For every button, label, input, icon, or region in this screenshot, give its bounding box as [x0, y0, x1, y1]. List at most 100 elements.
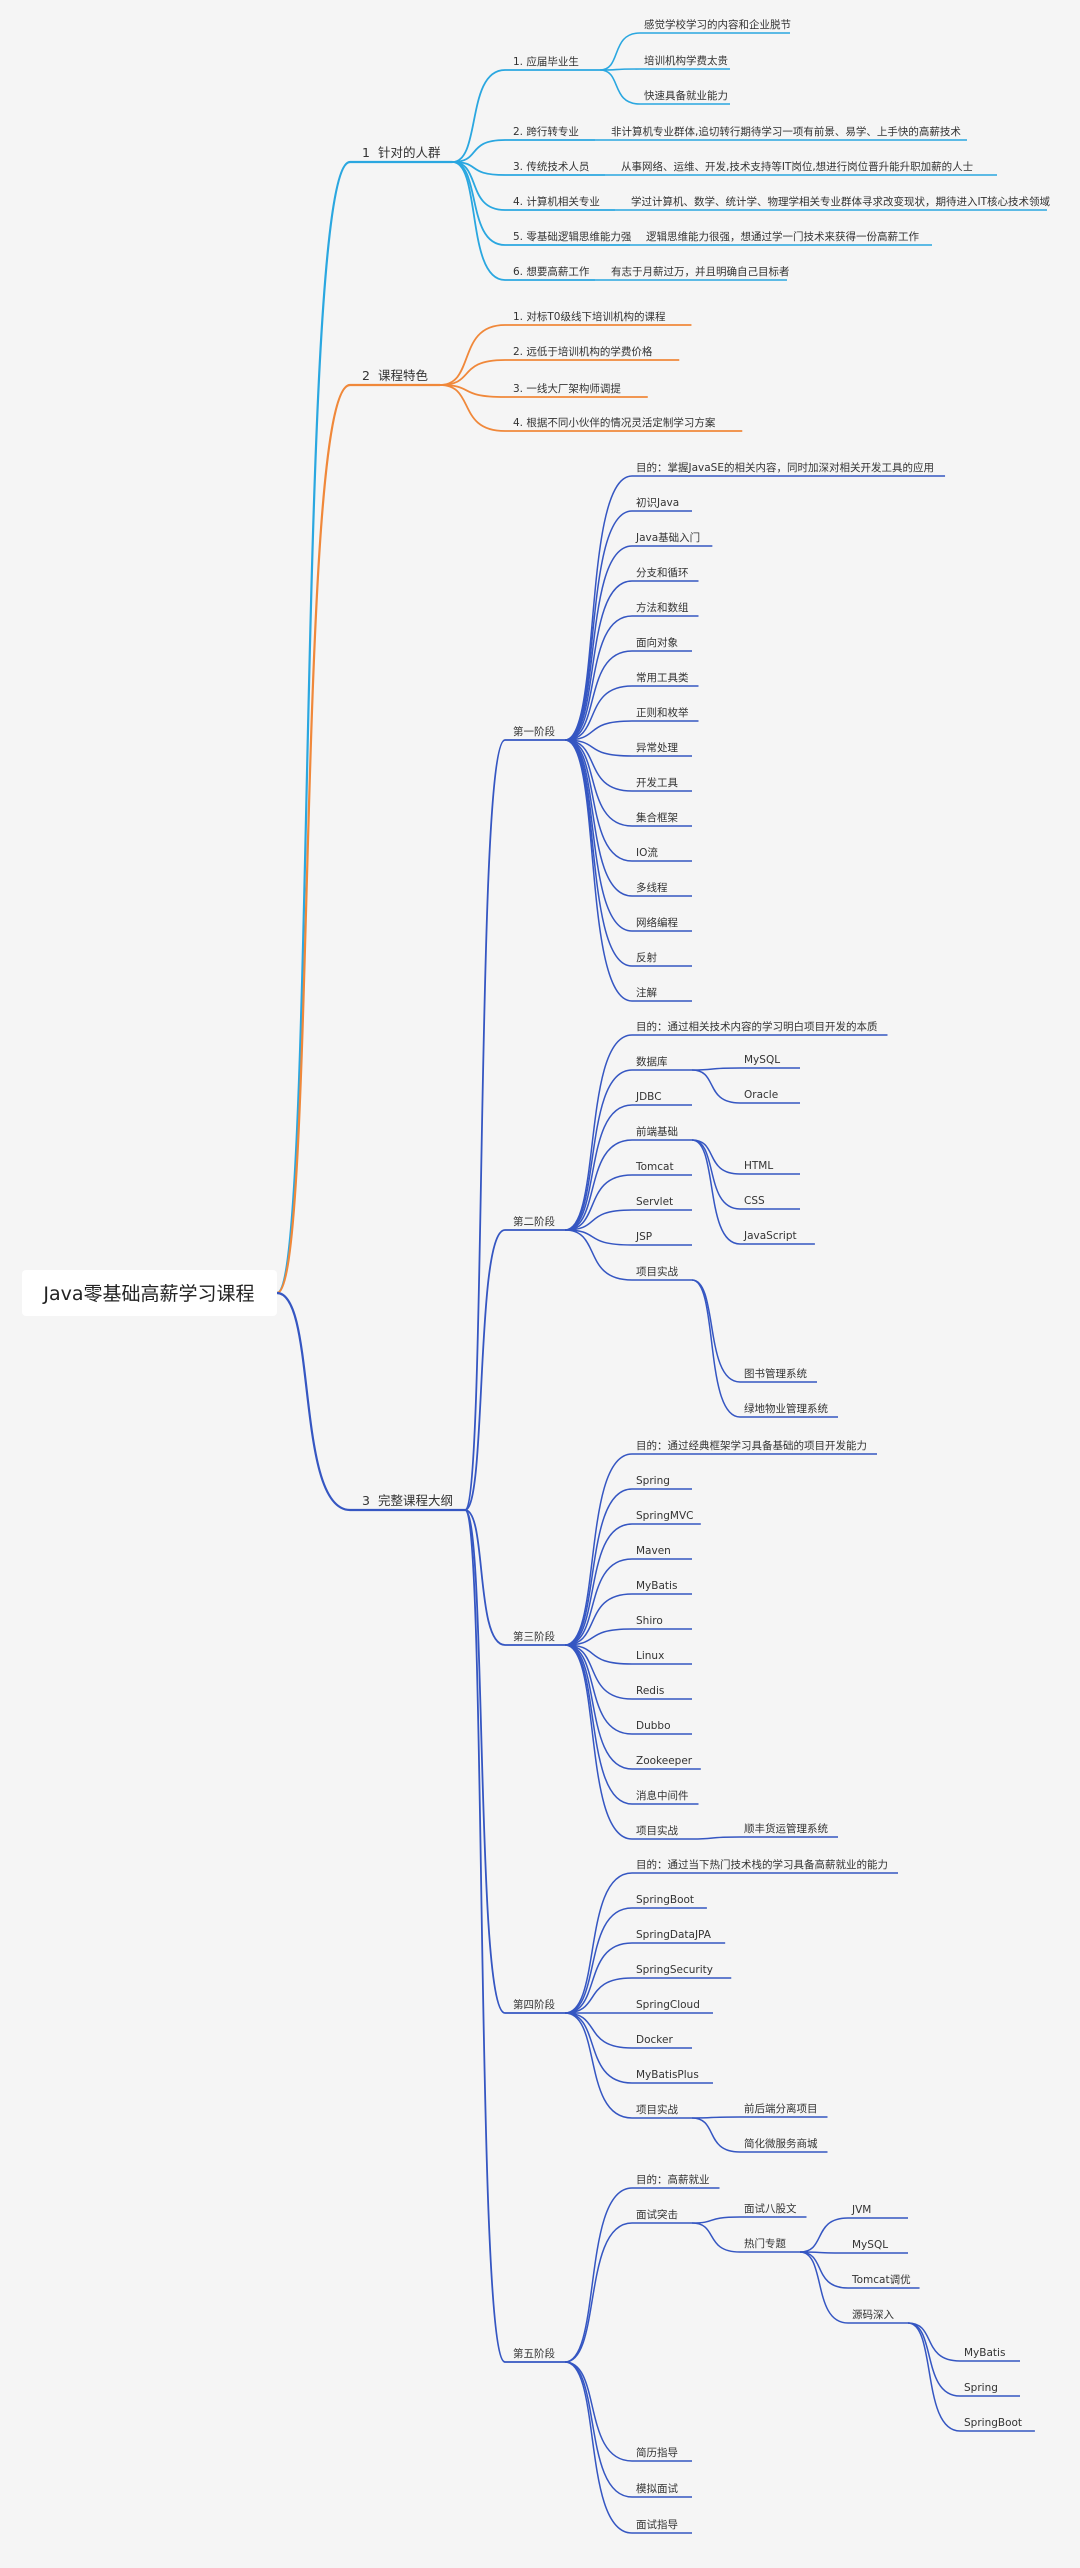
node-b2-c4-c1-c1-c3-c2[interactable]: SpringBoot: [964, 2417, 1022, 2429]
connector-b2-c4-c1-c1-c3-c1: [907, 2322, 961, 2397]
branch-target-audience[interactable]: 针对的人群: [378, 145, 441, 160]
branch-course-outline[interactable]: 完整课程大纲: [378, 1493, 453, 1508]
node-b2-c4-c4[interactable]: 面试指导: [636, 2518, 678, 2531]
node-b2-c1-c3[interactable]: 前端基础: [636, 1125, 678, 1138]
node-b2-c2-c10[interactable]: 消息中间件: [636, 1789, 689, 1802]
node-b2-c1-c1-c0[interactable]: MySQL: [744, 1054, 780, 1066]
node-b2-c2-c5[interactable]: Shiro: [636, 1615, 663, 1627]
node-b2-c4-c1-c1-c1[interactable]: MySQL: [852, 2239, 888, 2251]
node-b0-c4[interactable]: 5. 零基础逻辑思维能力强: [513, 230, 632, 243]
node-b2-c3-c5[interactable]: Docker: [636, 2034, 673, 2046]
node-b1-c1[interactable]: 2. 远低于培训机构的学费价格: [513, 345, 653, 358]
node-b2-c0[interactable]: 第一阶段: [513, 725, 555, 738]
node-b2-c1-c1-c1[interactable]: Oracle: [744, 1089, 778, 1101]
node-b2-c4-c1-c0[interactable]: 面试八股文: [744, 2202, 797, 2215]
node-b2-c3-c7[interactable]: 项目实战: [636, 2103, 678, 2116]
node-b0-c5-c0[interactable]: 有志于月薪过万，并且明确自己目标者: [611, 265, 790, 278]
node-b2-c4-c0[interactable]: 目的：高薪就业: [636, 2173, 710, 2186]
node-b2-c1-c3-c1[interactable]: CSS: [744, 1195, 765, 1207]
node-b2-c1-c5[interactable]: Servlet: [636, 1196, 673, 1208]
node-b2-c4-c1-c1-c3-c1[interactable]: Spring: [964, 2382, 998, 2394]
node-b2-c1-c7[interactable]: 项目实战: [636, 1265, 678, 1278]
node-b2-c2-c9[interactable]: Zookeeper: [636, 1755, 693, 1767]
node-b0-c3[interactable]: 4. 计算机相关专业: [513, 195, 600, 208]
node-b0-c1-c0[interactable]: 非计算机专业群体,追切转行期待学习一项有前景、易学、上手快的高薪技术: [611, 125, 961, 138]
node-b2-c0-c1[interactable]: 初识Java: [636, 496, 679, 509]
node-b2-c2-c1[interactable]: Spring: [636, 1475, 670, 1487]
node-b2-c4-c1[interactable]: 面试突击: [636, 2208, 678, 2221]
node-b2-c1-c3-c0[interactable]: HTML: [744, 1160, 773, 1172]
node-b2-c4-c3[interactable]: 模拟面试: [636, 2482, 678, 2495]
node-b2-c0-c6[interactable]: 常用工具类: [636, 671, 689, 684]
node-b0-c0[interactable]: 1. 应届毕业生: [513, 55, 579, 68]
node-b2-c0-c4[interactable]: 方法和数组: [636, 601, 689, 614]
node-b2-c2[interactable]: 第三阶段: [513, 1630, 555, 1643]
connector-b0-c0-c2: [599, 69, 641, 105]
node-b2-c2-c4[interactable]: MyBatis: [636, 1580, 677, 1592]
node-b2-c4[interactable]: 第五阶段: [513, 2347, 555, 2360]
node-b2-c3-c6[interactable]: MyBatisPlus: [636, 2069, 699, 2081]
node-b1-c0[interactable]: 1. 对标T0级线下培训机构的课程: [513, 310, 666, 323]
node-b2-c0-c5[interactable]: 面向对象: [636, 636, 678, 649]
node-b2-c2-c3[interactable]: Maven: [636, 1545, 671, 1557]
node-b0-c1[interactable]: 2. 跨行转专业: [513, 125, 579, 138]
node-b2-c0-c8[interactable]: 异常处理: [636, 741, 678, 754]
node-b2-c0-c11[interactable]: IO流: [636, 846, 658, 859]
node-b2-c2-c8[interactable]: Dubbo: [636, 1720, 671, 1732]
node-b2-c4-c1-c1-c0[interactable]: JVM: [851, 2204, 871, 2216]
node-b0-c2[interactable]: 3. 传统技术人员: [513, 160, 589, 173]
node-b2-c3-c1[interactable]: SpringBoot: [636, 1894, 694, 1906]
node-b2-c0-c15[interactable]: 注解: [636, 986, 657, 999]
node-b0-c4-c0[interactable]: 逻辑思维能力很强，想通过学一门技术来获得一份高薪工作: [646, 230, 919, 243]
node-b2-c2-c11-c0[interactable]: 顺丰货运管理系统: [744, 1822, 828, 1835]
connector-b0-c0: [452, 69, 506, 163]
node-b0-c0-c2[interactable]: 快速具备就业能力: [644, 89, 728, 102]
node-b2-c1-c3-c2[interactable]: JavaScript: [743, 1230, 797, 1242]
node-b2-c3-c7-c1[interactable]: 简化微服务商城: [744, 2137, 818, 2150]
node-b2-c0-c12[interactable]: 多线程: [636, 881, 668, 894]
node-b2-c0-c2[interactable]: Java基础入门: [635, 531, 700, 544]
node-b2-c3[interactable]: 第四阶段: [513, 1998, 555, 2011]
node-b2-c4-c1-c1-c3-c0[interactable]: MyBatis: [964, 2347, 1005, 2359]
node-b0-c5[interactable]: 6. 想要高薪工作: [513, 265, 590, 278]
node-b2-c3-c3[interactable]: SpringSecurity: [636, 1964, 713, 1976]
node-b2-c2-c7[interactable]: Redis: [636, 1685, 664, 1697]
node-b1-c3[interactable]: 4. 根据不同小伙伴的情况灵活定制学习方案: [513, 416, 716, 429]
node-b2-c2-c11[interactable]: 项目实战: [636, 1824, 678, 1837]
node-b2-c3-c2[interactable]: SpringDataJPA: [636, 1929, 712, 1941]
node-b2-c2-c2[interactable]: SpringMVC: [636, 1510, 693, 1522]
node-b2-c1[interactable]: 第二阶段: [513, 1215, 555, 1228]
node-b2-c1-c7-c1[interactable]: 绿地物业管理系统: [744, 1402, 828, 1415]
node-b2-c0-c7[interactable]: 正则和枚举: [636, 706, 689, 719]
node-b2-c1-c1[interactable]: 数据库: [636, 1055, 668, 1068]
node-b2-c0-c3[interactable]: 分支和循环: [636, 566, 689, 579]
node-b2-c4-c1-c1[interactable]: 热门专题: [744, 2237, 786, 2250]
branch-course-features[interactable]: 课程特色: [378, 368, 429, 383]
node-b2-c4-c1-c1-c2[interactable]: Tomcat调优: [851, 2273, 911, 2286]
node-b0-c0-c0[interactable]: 感觉学校学习的内容和企业脱节: [644, 18, 791, 31]
node-b2-c1-c2[interactable]: JDBC: [635, 1091, 662, 1103]
node-b1-c2[interactable]: 3. 一线大厂架构师调提: [513, 382, 621, 395]
node-b2-c1-c4[interactable]: Tomcat: [635, 1161, 674, 1173]
node-b0-c2-c0[interactable]: 从事网络、运维、开发,技术支持等IT岗位,想进行岗位晋升能升职加薪的人士: [621, 160, 973, 173]
node-b2-c1-c6[interactable]: JSP: [635, 1231, 652, 1243]
root-node[interactable]: Java零基础高薪学习课程: [22, 1270, 277, 1316]
node-b2-c1-c0[interactable]: 目的：通过相关技术内容的学习明白项目开发的本质: [636, 1020, 878, 1033]
node-b2-c4-c2[interactable]: 简历指导: [636, 2446, 678, 2459]
node-b2-c3-c4[interactable]: SpringCloud: [636, 1999, 700, 2011]
connector-b2-c0-c10: [564, 739, 633, 827]
node-b2-c0-c13[interactable]: 网络编程: [636, 916, 678, 929]
node-b2-c2-c0[interactable]: 目的：通过经典框架学习具备基础的项目开发能力: [636, 1439, 867, 1452]
node-b2-c2-c6[interactable]: Linux: [636, 1650, 664, 1662]
node-b2-c0-c9[interactable]: 开发工具: [636, 776, 678, 789]
node-b2-c1-c7-c0[interactable]: 图书管理系统: [744, 1367, 807, 1380]
node-b2-c3-c0[interactable]: 目的：通过当下热门技术栈的学习具备高薪就业的能力: [636, 1858, 888, 1871]
node-b2-c0-c14[interactable]: 反射: [636, 951, 657, 964]
connector-b2-c1-c7-c1: [691, 1279, 741, 1418]
node-b2-c4-c1-c1-c3[interactable]: 源码深入: [852, 2308, 894, 2321]
node-b2-c0-c0[interactable]: 目的：掌握JavaSE的相关内容，同时加深对相关开发工具的应用: [636, 461, 934, 474]
node-b2-c3-c7-c0[interactable]: 前后端分离项目: [744, 2102, 818, 2115]
node-b0-c0-c1[interactable]: 培训机构学费太贵: [644, 54, 728, 67]
node-b0-c3-c0[interactable]: 学过计算机、数学、统计学、物理学相关专业群体寻求改变现状，期待进入IT核心技术领…: [631, 195, 1051, 208]
node-b2-c0-c10[interactable]: 集合框架: [636, 811, 678, 824]
